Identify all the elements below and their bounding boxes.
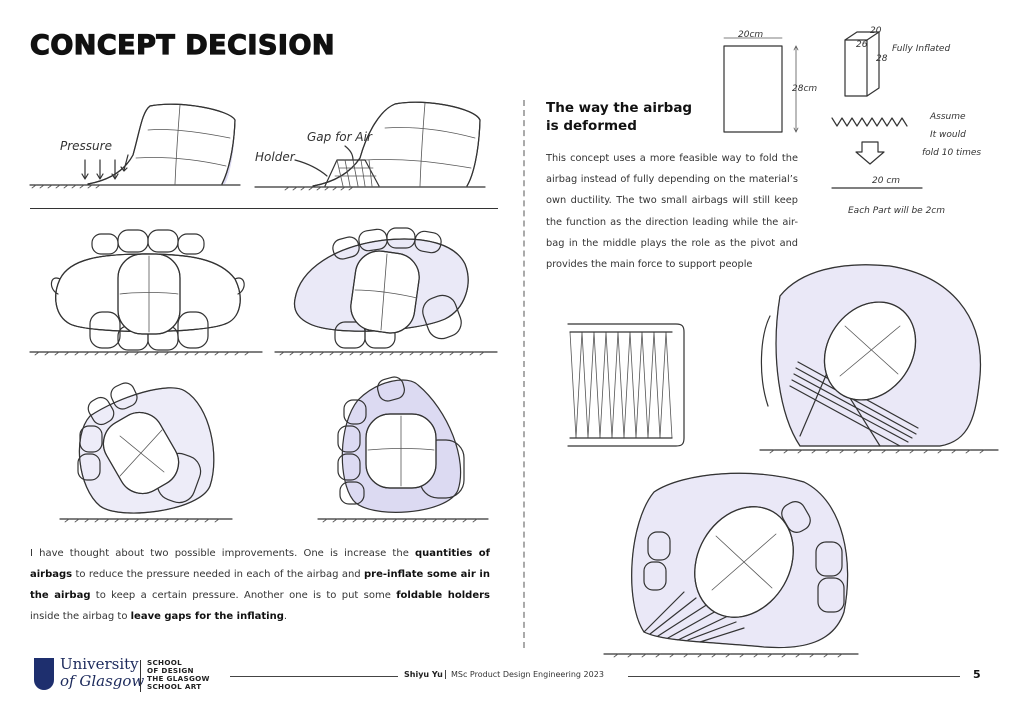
inflated-box-sketch bbox=[844, 31, 880, 97]
deformed-airbag-large-top bbox=[759, 264, 999, 454]
highlight-preinflate: pre-inflate some air in the airbag bbox=[30, 569, 490, 601]
footer-rule-right bbox=[628, 676, 960, 677]
school-line-3: THE GLASGOW bbox=[147, 674, 210, 683]
airbag-sketch-upright bbox=[29, 229, 263, 356]
section-divider bbox=[30, 208, 498, 209]
author-name: Shiyu Yu bbox=[404, 670, 443, 679]
university-name-line1: University bbox=[60, 655, 139, 673]
assume-note-1: Assume bbox=[930, 112, 966, 122]
school-line-2: OF DESIGN bbox=[147, 666, 194, 675]
paragraph-text: to reduce the pressure needed in each of… bbox=[72, 569, 364, 580]
school-line-4: SCHOOL bbox=[147, 682, 183, 691]
fold-width-label: 20 cm bbox=[872, 176, 901, 186]
footer-rule-left bbox=[230, 676, 398, 677]
dim-side-b-label: 28 bbox=[876, 54, 888, 64]
improvements-paragraph: I have thought about two possible improv… bbox=[30, 543, 490, 627]
deformed-airbag-large-bottom bbox=[603, 472, 859, 658]
paragraph-text: inside the airbag to bbox=[30, 611, 131, 622]
airbag-sketch-leaning bbox=[274, 227, 498, 356]
pressure-sketch: Pressure bbox=[29, 103, 241, 189]
university-crest-icon bbox=[34, 658, 54, 690]
fully-inflated-label: Fully Inflated bbox=[892, 44, 951, 54]
airbag-sketch-tilted bbox=[59, 382, 233, 523]
paragraph-text: I have thought about two possible improv… bbox=[30, 548, 416, 559]
holder-label: Holder bbox=[255, 150, 296, 164]
deformation-paragraph: This concept uses a more feasible way to… bbox=[546, 153, 798, 271]
heading-line-2: is deformed bbox=[546, 118, 637, 134]
dim-side-a-label: 26 bbox=[856, 40, 868, 50]
university-name-line2: of Glasgow bbox=[60, 672, 145, 690]
highlight-holders: foldable holders bbox=[396, 590, 490, 601]
school-logo: SCHOOL OF DESIGN THE GLASGOW SCHOOL ART bbox=[147, 659, 210, 691]
programme-name: MSc Product Design Engineering 2023 bbox=[445, 670, 604, 679]
fold-sketch bbox=[831, 117, 923, 189]
section-heading: The way the airbag is deformed bbox=[546, 99, 746, 135]
holder-sketch: Holder Gap for Air bbox=[254, 101, 486, 191]
each-part-label: Each Part will be 2cm bbox=[848, 206, 946, 216]
paragraph-text: . bbox=[283, 611, 288, 622]
assume-note-2: It would bbox=[930, 130, 966, 140]
logo-divider bbox=[140, 660, 141, 692]
school-line-4b: ART bbox=[184, 682, 202, 691]
dim-width-label: 20cm bbox=[738, 30, 764, 40]
dim-top-label: 20 bbox=[870, 26, 882, 36]
pressure-label: Pressure bbox=[60, 139, 112, 153]
assume-note-3: fold 10 times bbox=[922, 148, 982, 158]
school-line-1: SCHOOL bbox=[147, 658, 183, 667]
paragraph-text: to keep a certain pressure. Another one … bbox=[90, 590, 397, 601]
highlight-quantities: quantities of airbags bbox=[30, 548, 490, 580]
pleated-airbag-sketch bbox=[567, 323, 685, 447]
heading-line-1: The way the airbag bbox=[546, 100, 693, 116]
page-title: CONCEPT DECISION bbox=[29, 29, 335, 61]
dim-height-label: 28cm bbox=[792, 84, 818, 94]
dimension-sketch bbox=[723, 37, 799, 133]
highlight-gaps: leave gaps for the inflating bbox=[130, 611, 284, 622]
page-number: 5 bbox=[973, 668, 981, 681]
airbag-sketch-folded bbox=[317, 376, 489, 523]
gap-for-air-label: Gap for Air bbox=[307, 130, 373, 144]
column-divider bbox=[523, 100, 525, 648]
